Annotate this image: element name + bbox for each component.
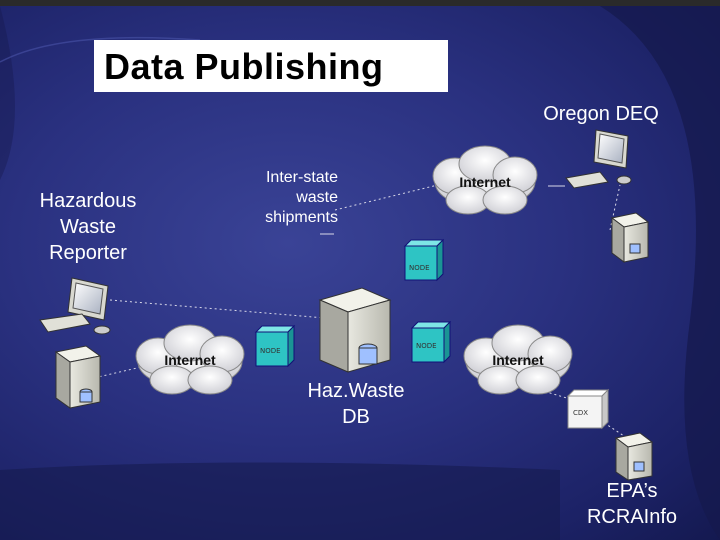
shipments-label-line-1: Inter-state (265, 169, 338, 186)
cloud-to-cdx-line (539, 389, 591, 406)
oregon-deq-label: Oregon DEQ (543, 103, 659, 125)
slide-title: Data Publishing (104, 46, 384, 87)
node-left-label: NODE (260, 347, 281, 355)
reporter-label-line-3: Reporter (49, 242, 127, 264)
db-label-line-1: Haz.Waste (307, 380, 405, 402)
reporter-server-icon (54, 345, 102, 409)
reporter-to-db-line (109, 299, 326, 319)
inter-state-shipments-label: Inter-state waste shipments (244, 168, 338, 228)
cloud-top (432, 145, 538, 215)
hazardous-waste-reporter-label: Hazardous Waste Reporter (26, 188, 150, 266)
epa-server-icon (614, 432, 654, 481)
cloud-right (463, 324, 573, 395)
cloud-left-label: Internet (164, 352, 216, 368)
reporter-label-line-2: Waste (60, 216, 116, 238)
node-right-label: NODE (416, 342, 437, 350)
cloud-left (135, 324, 245, 395)
top-bar (0, 0, 720, 6)
node-cdx-label: CDX (573, 409, 589, 417)
db-label-line-2: DB (342, 406, 370, 428)
deq-monitor-icon (565, 129, 632, 189)
node-top-label: NODE (409, 264, 430, 272)
deq-server-icon (610, 212, 650, 263)
epa-label-line-2: RCRAInfo (586, 506, 678, 528)
node-right-cube (410, 320, 452, 364)
shipments-label-line-3: shipments (265, 209, 338, 226)
hazwaste-db-server-icon (318, 287, 392, 373)
reporter-label-line-1: Hazardous (39, 190, 137, 212)
reporter-monitor-icon (39, 277, 111, 335)
cloud-top-label: Internet (459, 174, 511, 190)
node-left-cube (254, 324, 296, 368)
node-top-cube (403, 238, 445, 282)
epa-rcrainfo-label: EPA’s RCRAInfo (572, 478, 692, 530)
shipments-label-line-2: waste (296, 189, 338, 206)
epa-label-line-1: EPA’s (606, 480, 658, 502)
cloud-right-label: Internet (492, 352, 544, 368)
title-box (94, 40, 448, 92)
hazwaste-db-label: Haz.Waste DB (296, 378, 416, 430)
node-cdx-box (566, 388, 610, 430)
